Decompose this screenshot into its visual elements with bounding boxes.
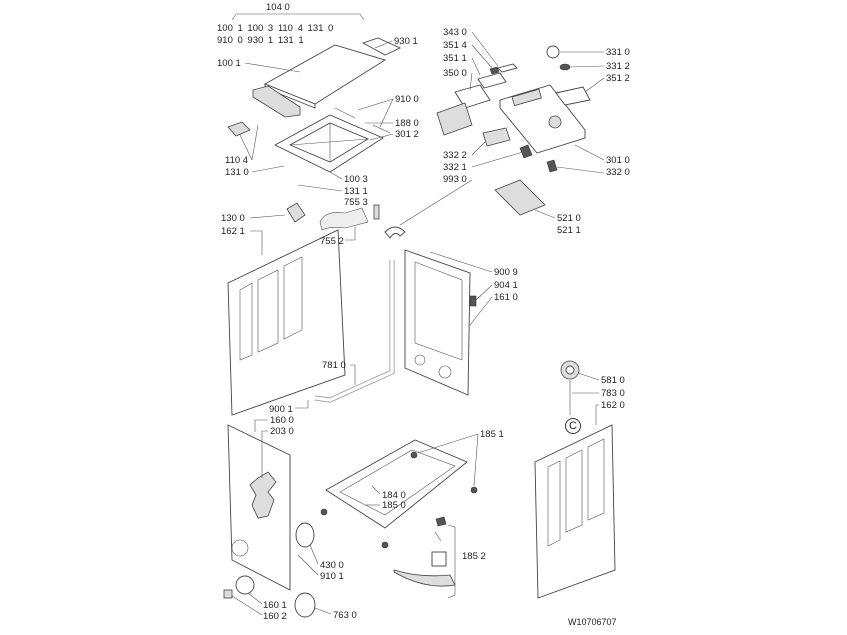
- callout: 581 0: [601, 375, 625, 386]
- foot-bar: [393, 569, 456, 587]
- kit-contents-line: 910 0 930 1 131 1: [217, 35, 304, 46]
- hose-elbow: [384, 226, 406, 239]
- callout: 904 1: [494, 280, 518, 291]
- callout: 350 0: [443, 68, 467, 79]
- callout: 162 1: [221, 226, 245, 237]
- callout: 910 1: [320, 571, 344, 582]
- insulation-mesh: [249, 471, 277, 519]
- side-panel-right: [534, 424, 616, 599]
- callout: 301 2: [395, 129, 419, 140]
- callout: 930 1: [394, 36, 418, 47]
- board-351-1: [477, 72, 507, 89]
- main-board-521: [494, 179, 546, 216]
- callout: 332 0: [606, 167, 630, 178]
- callout: 781 0: [322, 360, 346, 371]
- callout: 185 0: [382, 500, 406, 511]
- callout: 160 2: [263, 611, 287, 622]
- callout: 763 0: [333, 610, 357, 621]
- panel-bracket: [555, 86, 591, 106]
- board-351-4: [489, 66, 500, 75]
- callout: 331 0: [606, 47, 630, 58]
- filter-door: [235, 575, 255, 595]
- callout: 755 2: [320, 236, 344, 247]
- knob-ring: [559, 63, 571, 71]
- callout: 160 1: [263, 600, 287, 611]
- hinge-part: [227, 121, 251, 137]
- callout: 203 0: [270, 426, 294, 437]
- callout: 110 4: [225, 155, 249, 166]
- part-755-3: [373, 204, 380, 220]
- fill-hose: [319, 207, 369, 231]
- side-panel-left: [227, 229, 346, 416]
- callout: 331 2: [606, 61, 630, 72]
- drain-pump: [295, 522, 315, 548]
- base-frame: [325, 439, 468, 529]
- callout: 162 0: [601, 400, 625, 411]
- callout: 521 1: [557, 225, 581, 236]
- callout: 900 9: [494, 267, 518, 278]
- drawing-number: W10706707: [568, 617, 617, 627]
- part-332-1: [519, 144, 533, 159]
- callout: 900 1: [269, 404, 293, 415]
- callout: 100 3: [344, 174, 368, 185]
- callout: 993 0: [443, 174, 467, 185]
- program-knob-recess: [548, 115, 562, 129]
- callout: 332 2: [443, 150, 467, 161]
- callout: 185 2: [462, 551, 486, 562]
- foot-part: [431, 551, 447, 567]
- callout: 332 1: [443, 162, 467, 173]
- part-160-2: [223, 589, 233, 599]
- board-350: [454, 84, 491, 109]
- callout: 430 0: [320, 560, 344, 571]
- callout: 130 0: [221, 213, 245, 224]
- kit-contents-line: 100 1 100 3 110 4 131 0: [217, 23, 334, 34]
- kit-label: 104 0: [266, 2, 290, 13]
- callout: 131 0: [225, 167, 249, 178]
- callout: 910 0: [395, 94, 419, 105]
- board-301-2: [436, 102, 473, 136]
- part-130: [286, 202, 306, 223]
- kit-bracket: [231, 13, 365, 21]
- callout: 755 3: [344, 197, 368, 208]
- callout: 160 0: [270, 415, 294, 426]
- callout: 351 2: [606, 73, 630, 84]
- callout: 184 0: [382, 490, 406, 501]
- part-904-1: [469, 295, 477, 307]
- callout: 161 0: [494, 292, 518, 303]
- knob: [546, 45, 560, 59]
- rear-panel: [404, 249, 471, 396]
- front-handle: [252, 85, 301, 118]
- board-343: [497, 63, 518, 73]
- board-332-2: [482, 127, 511, 147]
- view-marker: C: [565, 418, 581, 434]
- callout: 783 0: [601, 388, 625, 399]
- callout: 100 1: [217, 58, 241, 69]
- callout: 301 0: [606, 155, 630, 166]
- callout: 343 0: [443, 27, 467, 38]
- callout: 185 1: [480, 429, 504, 440]
- lid-strip: [361, 37, 402, 56]
- callout: 521 0: [557, 213, 581, 224]
- pump-filter: [294, 592, 316, 618]
- callout: 188 0: [395, 118, 419, 129]
- callout: 131 1: [344, 186, 368, 197]
- callout: 351 1: [443, 53, 467, 64]
- callout: 351 4: [443, 40, 467, 51]
- part-332-0: [546, 159, 558, 173]
